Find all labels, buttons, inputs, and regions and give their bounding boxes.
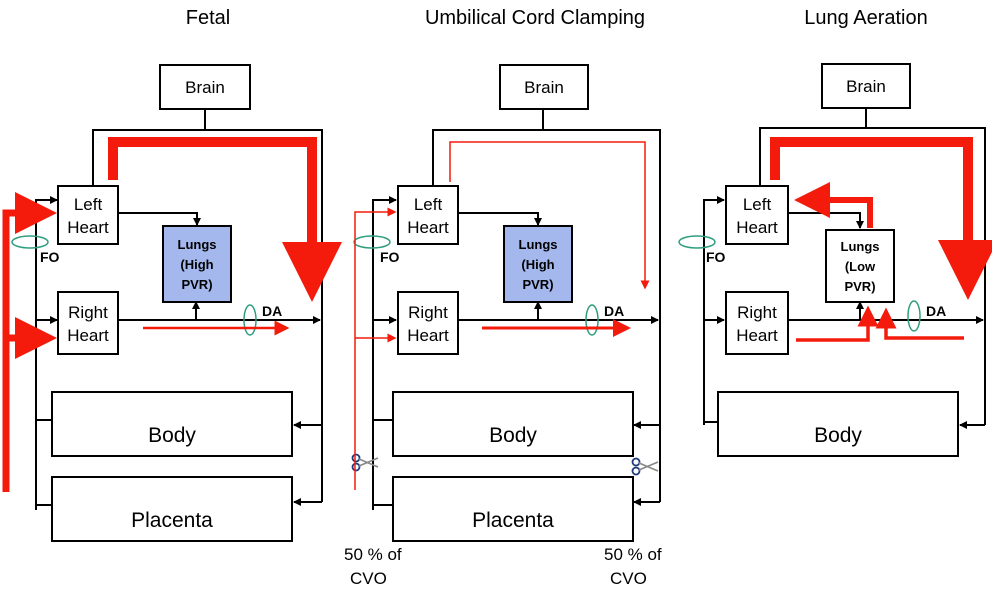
left-heart-box xyxy=(725,185,789,245)
lung-feed-wire xyxy=(118,212,201,226)
brain-box xyxy=(159,64,251,110)
panel-title: Lung Aeration xyxy=(804,7,927,29)
brain-box xyxy=(821,63,911,109)
da-label: DA xyxy=(262,303,282,319)
left-heart-label: Heart xyxy=(407,218,449,237)
da-label: DA xyxy=(926,303,946,319)
placenta-box xyxy=(51,476,293,542)
lungs-box xyxy=(825,229,895,303)
right-heart-label: Heart xyxy=(407,326,449,345)
panel-title: Fetal xyxy=(186,7,230,29)
placenta-box xyxy=(392,476,634,542)
right-heart-label: Heart xyxy=(736,326,778,345)
circuit-wire xyxy=(92,129,323,502)
flow-arrow-brain-body xyxy=(108,137,342,302)
return-wire xyxy=(703,196,725,425)
lung-feed-wire xyxy=(458,212,542,226)
scissors-icon xyxy=(351,453,379,472)
right-heart-label: Right xyxy=(408,303,448,322)
placenta-label: Placenta xyxy=(472,509,554,532)
ductus-arteriosus-marker xyxy=(243,304,257,336)
panel-cord-clamping: Umbilical Cord Clamping Brain Left Heart… xyxy=(344,7,662,588)
foramen-ovale-marker xyxy=(353,235,391,249)
ductus-arteriosus-marker xyxy=(585,304,599,336)
left-heart-label: Left xyxy=(743,195,772,214)
lungs-label: PVR) xyxy=(844,279,875,294)
panel-lung-aeration: Lung Aeration Brain Left Heart Lungs (Lo… xyxy=(678,7,992,457)
right-heart-label: Right xyxy=(68,303,108,322)
body-label: Body xyxy=(489,424,537,447)
cvo-left-label: 50 % of xyxy=(344,545,402,564)
flow-arrow-to-left-heart xyxy=(354,207,397,490)
da-label: DA xyxy=(604,303,624,319)
flow-arrow-da-reversal xyxy=(875,307,964,340)
cvo-right-label: 50 % of xyxy=(604,545,662,564)
left-heart-label: Heart xyxy=(67,218,109,237)
left-heart-label: Left xyxy=(74,195,103,214)
right-heart-box xyxy=(725,291,789,355)
right-heart-box xyxy=(57,291,119,355)
lungs-box xyxy=(503,225,573,303)
flow-arrow-right-heart-to-lungs xyxy=(796,305,879,342)
body-box xyxy=(392,391,634,457)
left-heart-box xyxy=(57,185,119,245)
flow-arrow-brain-body xyxy=(770,137,992,300)
body-label: Body xyxy=(814,424,862,447)
lungs-label: PVR) xyxy=(181,277,212,292)
lungs-label: PVR) xyxy=(522,277,553,292)
body-box xyxy=(51,391,293,457)
foramen-ovale-marker xyxy=(678,235,716,249)
flow-arrow-lungs-to-left-heart xyxy=(794,182,873,228)
body-box xyxy=(717,391,959,457)
lungs-label: Lungs xyxy=(841,239,880,254)
ductus-arteriosus-marker xyxy=(907,300,921,332)
panel-title: Umbilical Cord Clamping xyxy=(425,7,645,29)
flow-arrow-to-left-heart xyxy=(2,192,57,492)
cvo-right-label: CVO xyxy=(610,569,647,588)
lungs-box xyxy=(162,225,232,303)
placenta-label: Placenta xyxy=(131,509,213,532)
left-heart-box xyxy=(397,185,459,245)
fo-label: FO xyxy=(706,249,726,265)
body-label: Body xyxy=(148,424,196,447)
lung-feed-wire xyxy=(788,212,864,229)
lungs-label: (High xyxy=(521,257,554,272)
brain-label: Brain xyxy=(185,78,225,97)
flow-arrow-brain-body xyxy=(449,141,650,290)
lungs-label: Lungs xyxy=(519,237,558,252)
right-heart-label: Heart xyxy=(67,326,109,345)
right-heart-box xyxy=(397,291,459,355)
lungs-label: (High xyxy=(180,257,213,272)
brain-box xyxy=(499,64,589,110)
brain-label: Brain xyxy=(846,77,886,96)
return-wire xyxy=(372,196,397,510)
lungs-label: Lungs xyxy=(178,237,217,252)
right-heart-label: Right xyxy=(737,303,777,322)
scissors-icon xyxy=(631,457,659,476)
brain-label: Brain xyxy=(524,78,564,97)
left-heart-label: Heart xyxy=(736,218,778,237)
fo-label: FO xyxy=(380,249,400,265)
cvo-left-label: CVO xyxy=(350,569,387,588)
panel-fetal: Fetal Brain Left Heart Lungs (High PVR) … xyxy=(2,7,342,542)
left-heart-label: Left xyxy=(414,195,443,214)
foramen-ovale-marker xyxy=(11,235,49,249)
circuit-wire xyxy=(432,129,661,502)
fo-label: FO xyxy=(40,249,60,265)
lungs-label: (Low xyxy=(845,259,876,274)
